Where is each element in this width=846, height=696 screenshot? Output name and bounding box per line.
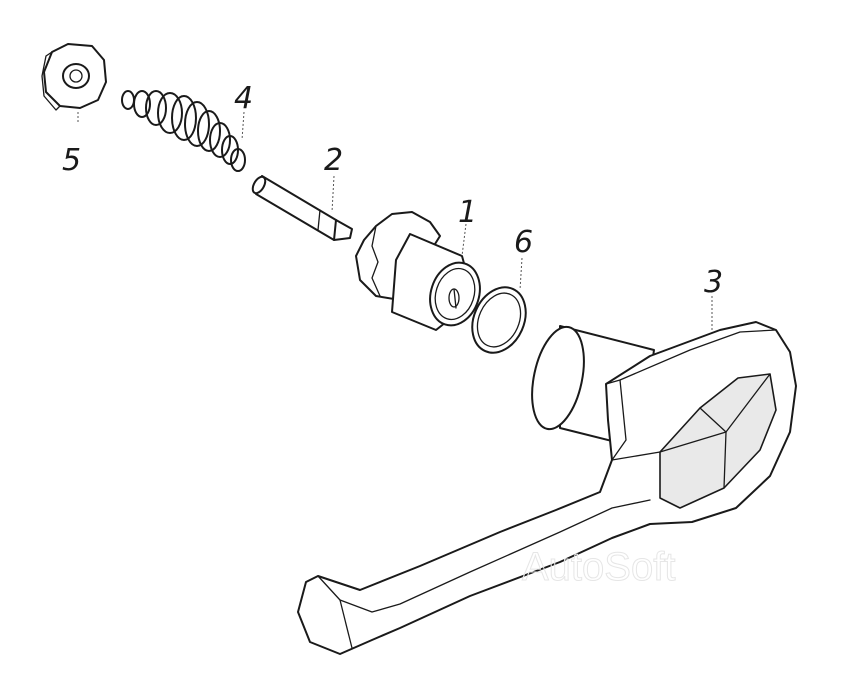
leader-1 [461,223,467,257]
callout-4: 4 [234,81,253,116]
callout-2: 2 [324,143,343,178]
callout-1: 1 [458,195,477,230]
watermark-text: AutoSoft [522,545,675,589]
part-2-pin [251,175,353,241]
callout-6: 6 [514,225,533,260]
leader-2 [331,175,335,213]
part-1-lock-cylinder [355,211,481,331]
part-6-o-ring [471,286,527,354]
callout-3: 3 [704,265,723,300]
part-4-spring [121,90,246,172]
part-5-washer [41,43,107,111]
part-3-handle [297,321,797,655]
leader-6 [519,257,523,291]
callout-5: 5 [62,143,81,178]
leader-4 [241,111,245,141]
